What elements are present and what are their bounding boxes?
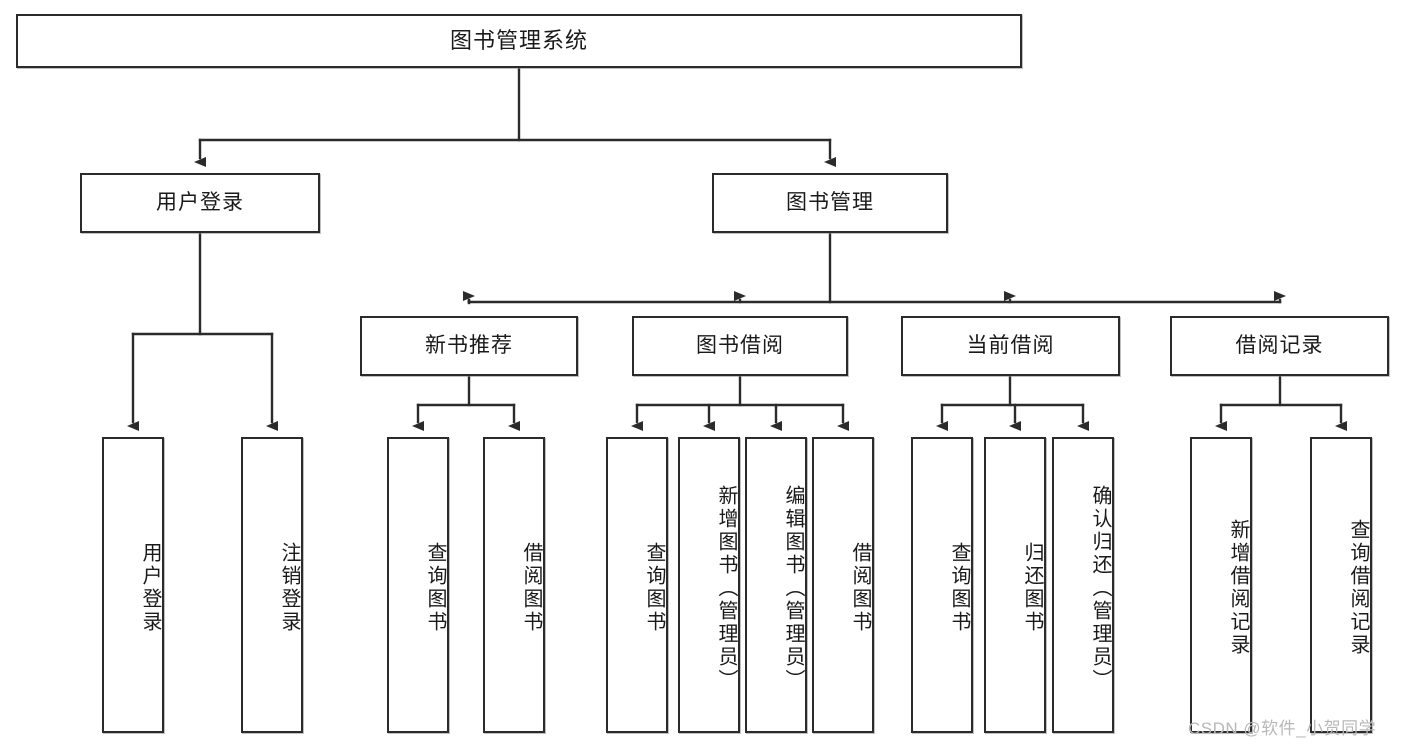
- node-leaf-return-book[interactable]: 归还图书: [984, 437, 1046, 733]
- node-new-book-rec-label: 新书推荐: [425, 334, 513, 358]
- node-leaf-logout-label: 注销登录: [278, 542, 300, 634]
- node-current-borrow-label: 当前借阅: [966, 334, 1055, 358]
- node-leaf-add-record[interactable]: 新增借阅记录: [1190, 437, 1252, 733]
- node-borrow-record[interactable]: 借阅记录: [1170, 316, 1389, 376]
- node-leaf-borrow-book-1-label: 借阅图书: [520, 542, 542, 634]
- node-leaf-query-book-1[interactable]: 查询图书: [387, 437, 449, 733]
- node-leaf-user-login[interactable]: 用户登录: [102, 437, 164, 733]
- node-leaf-edit-book-label: 编辑图书（管理员）: [782, 484, 804, 692]
- node-book-borrow[interactable]: 图书借阅: [632, 316, 848, 376]
- node-current-borrow[interactable]: 当前借阅: [901, 316, 1120, 376]
- node-leaf-logout[interactable]: 注销登录: [241, 437, 303, 733]
- node-leaf-query-book-2-label: 查询图书: [643, 542, 665, 634]
- node-leaf-borrow-book-2-label: 借阅图书: [849, 542, 871, 634]
- node-leaf-confirm-return[interactable]: 确认归还（管理员）: [1052, 437, 1114, 733]
- node-leaf-user-login-label: 用户登录: [139, 542, 161, 634]
- node-root[interactable]: 图书管理系统: [16, 14, 1022, 68]
- node-leaf-edit-book[interactable]: 编辑图书（管理员）: [745, 437, 807, 733]
- node-book-manage-label: 图书管理: [786, 191, 874, 215]
- csdn-watermark: CSDN @软件_小贺同学: [1188, 719, 1377, 738]
- node-root-label: 图书管理系统: [449, 27, 588, 53]
- node-leaf-add-book[interactable]: 新增图书（管理员）: [678, 437, 740, 733]
- node-leaf-return-book-label: 归还图书: [1021, 542, 1043, 634]
- node-leaf-query-record[interactable]: 查询借阅记录: [1310, 437, 1372, 733]
- node-new-book-rec[interactable]: 新书推荐: [360, 316, 578, 376]
- node-leaf-query-book-2[interactable]: 查询图书: [606, 437, 668, 733]
- node-user-login[interactable]: 用户登录: [80, 173, 320, 233]
- node-leaf-add-record-label: 新增借阅记录: [1227, 519, 1249, 657]
- node-leaf-borrow-book-1[interactable]: 借阅图书: [483, 437, 545, 733]
- node-leaf-confirm-return-label: 确认归还（管理员）: [1089, 484, 1111, 692]
- node-user-login-label: 用户登录: [156, 191, 244, 215]
- node-leaf-query-book-3-label: 查询图书: [948, 542, 970, 634]
- node-leaf-add-book-label: 新增图书（管理员）: [715, 484, 737, 692]
- node-leaf-borrow-book-2[interactable]: 借阅图书: [812, 437, 874, 733]
- node-leaf-query-record-label: 查询借阅记录: [1347, 519, 1369, 657]
- node-borrow-record-label: 借阅记录: [1235, 334, 1324, 358]
- node-book-manage[interactable]: 图书管理: [712, 173, 948, 233]
- node-leaf-query-book-1-label: 查询图书: [424, 542, 446, 634]
- node-leaf-query-book-3[interactable]: 查询图书: [911, 437, 973, 733]
- node-book-borrow-label: 图书借阅: [696, 334, 784, 358]
